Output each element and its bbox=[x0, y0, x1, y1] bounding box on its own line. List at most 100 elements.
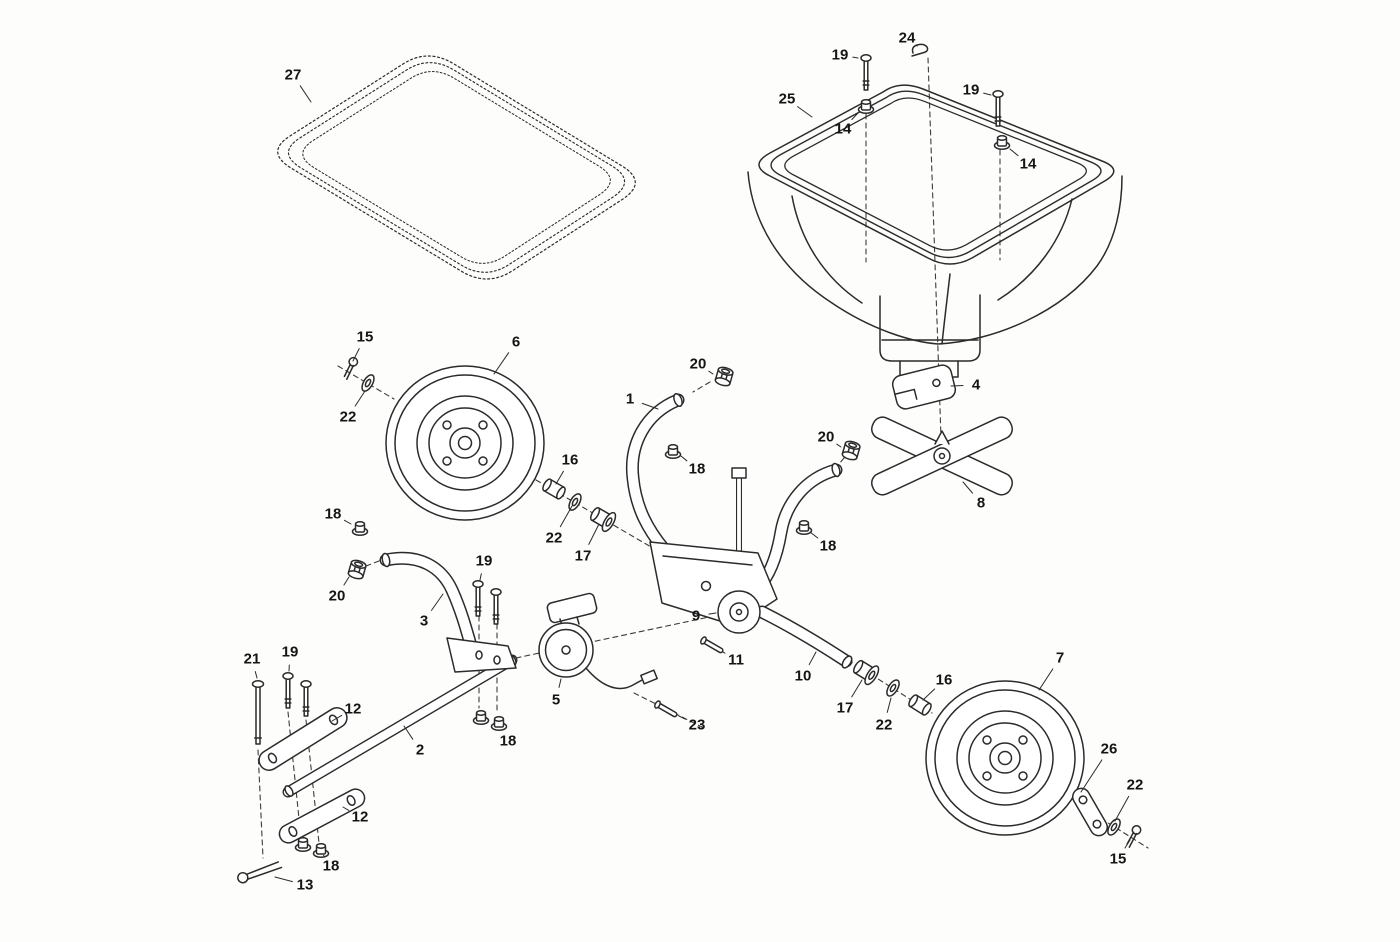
knob-20-1 bbox=[713, 365, 735, 388]
callout-number-1: 1 bbox=[626, 391, 634, 408]
part-8-impeller bbox=[871, 416, 1013, 496]
cotter-15-right bbox=[1122, 823, 1143, 849]
callout-number-22: 22 bbox=[1127, 777, 1144, 794]
callout-leader-14 bbox=[1009, 148, 1019, 157]
callout-leader-19 bbox=[479, 573, 482, 581]
part-27-lid bbox=[277, 55, 636, 280]
nut-14-right bbox=[993, 135, 1011, 151]
nut-18-frame-left bbox=[664, 444, 682, 460]
callout-leader-18 bbox=[343, 519, 352, 525]
callout-number-5: 5 bbox=[552, 692, 560, 709]
callout-leader-14 bbox=[851, 112, 859, 121]
callout-leader-20 bbox=[343, 576, 350, 586]
callout-number-12: 12 bbox=[345, 701, 362, 718]
washer-22-right-inner bbox=[883, 677, 903, 699]
callout-leader-2 bbox=[403, 725, 414, 740]
part-4-plate bbox=[891, 364, 957, 410]
callout-leader-22 bbox=[354, 390, 366, 407]
nut-18-mount-1 bbox=[472, 710, 490, 726]
bushing-16-left bbox=[540, 477, 568, 501]
callout-number-19: 19 bbox=[282, 644, 299, 661]
callout-leader-21 bbox=[254, 671, 258, 679]
callout-number-17: 17 bbox=[575, 548, 592, 565]
nut-18-axle-2 bbox=[312, 843, 330, 859]
lid-inner-rim bbox=[287, 61, 626, 273]
callout-leader-12 bbox=[331, 714, 343, 722]
bolt-19-hopper-left bbox=[860, 54, 872, 91]
part-23-pin bbox=[652, 699, 680, 720]
callout-number-16: 16 bbox=[936, 672, 953, 689]
callout-number-14: 14 bbox=[835, 121, 852, 138]
tube-open-end bbox=[841, 655, 853, 669]
callout-number-25: 25 bbox=[779, 91, 796, 108]
callout-number-13: 13 bbox=[297, 877, 314, 894]
part-5-gearbox bbox=[538, 592, 658, 690]
part-3-frame-tube bbox=[379, 551, 517, 673]
callout-leader-9 bbox=[708, 612, 717, 615]
callout-leader-25 bbox=[797, 106, 813, 118]
callout-number-15: 15 bbox=[357, 329, 374, 346]
bearing-17-left bbox=[586, 502, 619, 535]
callout-leader-3 bbox=[430, 593, 444, 611]
callout-number-18: 18 bbox=[323, 858, 340, 875]
part-6-wheel bbox=[385, 365, 545, 521]
callout-leader-20 bbox=[708, 370, 714, 375]
callout-leader-22 bbox=[1114, 795, 1130, 822]
bolt-19-axle-1 bbox=[282, 672, 294, 709]
callout-number-18: 18 bbox=[689, 461, 706, 478]
part-21-hitch-bolt bbox=[251, 680, 265, 745]
callout-leader-17 bbox=[588, 523, 600, 545]
callout-number-26: 26 bbox=[1101, 741, 1118, 758]
bushing-16-right bbox=[906, 692, 934, 718]
callout-number-20: 20 bbox=[690, 356, 707, 373]
lid-inner-panel bbox=[302, 70, 611, 264]
nut-18-mount-2 bbox=[490, 716, 508, 732]
callout-leader-22 bbox=[559, 505, 573, 528]
washer-22-left-outer bbox=[358, 372, 378, 394]
callout-leader-16 bbox=[922, 688, 936, 701]
bolt-19-mount-2 bbox=[490, 588, 502, 625]
callout-leader-27 bbox=[299, 85, 312, 103]
callout-leader-15 bbox=[1124, 839, 1131, 849]
part-26-bracket bbox=[1072, 787, 1108, 837]
bearing-17-right bbox=[849, 655, 882, 688]
callout-leader-6 bbox=[493, 352, 510, 375]
callout-number-27: 27 bbox=[285, 67, 302, 84]
callout-number-11: 11 bbox=[728, 652, 744, 669]
wheel-hub bbox=[449, 427, 481, 459]
bolt-19-mount-1 bbox=[472, 580, 484, 617]
callout-leader-18 bbox=[680, 455, 688, 462]
nut-18-frame-right bbox=[795, 520, 813, 536]
part-1-frame bbox=[625, 392, 853, 669]
part-11-pin bbox=[698, 635, 726, 656]
callout-leader-26 bbox=[1080, 759, 1103, 793]
callout-number-19: 19 bbox=[476, 553, 493, 570]
callout-leader-19 bbox=[983, 92, 992, 96]
callout-leader-5 bbox=[558, 678, 562, 688]
callout-leader-22 bbox=[886, 697, 892, 713]
nut-14-left bbox=[857, 99, 875, 115]
callout-leader-8 bbox=[962, 481, 974, 494]
hopper-gate-housing bbox=[879, 294, 981, 362]
callout-leader-1 bbox=[641, 402, 659, 410]
tube-open-end bbox=[673, 392, 683, 408]
strap-lower bbox=[278, 788, 366, 844]
callout-number-15: 15 bbox=[1110, 851, 1127, 868]
callout-leader-12 bbox=[342, 806, 350, 811]
nut-18-tube3 bbox=[351, 521, 369, 537]
wheel-hub bbox=[989, 742, 1021, 774]
callout-number-7: 7 bbox=[1056, 650, 1064, 667]
part-25-hopper bbox=[747, 84, 1123, 378]
callout-number-18: 18 bbox=[500, 733, 517, 750]
callout-number-2: 2 bbox=[416, 742, 424, 759]
part-12-straps bbox=[258, 707, 366, 844]
callout-number-20: 20 bbox=[329, 588, 346, 605]
callout-number-3: 3 bbox=[420, 613, 428, 630]
callout-leader-11 bbox=[722, 651, 726, 654]
callout-number-22: 22 bbox=[546, 530, 563, 547]
tube-open-end bbox=[831, 462, 841, 478]
callout-number-19: 19 bbox=[963, 82, 980, 99]
callout-leader-10 bbox=[808, 651, 817, 666]
